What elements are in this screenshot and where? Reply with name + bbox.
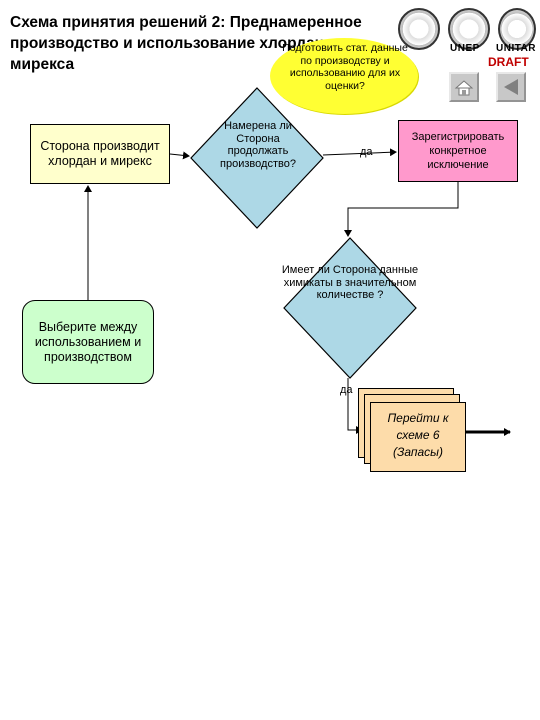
register-box: Зарегистрировать конкретное исключение [398, 120, 518, 182]
register-label: Зарегистрировать конкретное исключение [411, 131, 505, 171]
choose-label: Выберите между использованием и производ… [34, 319, 142, 364]
decision-stocks-label: Имеет ли Сторона данные химикаты в значи… [281, 264, 419, 301]
party-produces-label: Сторона производит хлордан и мирекс [40, 139, 160, 168]
edge-yes-label: да [360, 146, 373, 158]
draft-label: DRAFT [488, 55, 529, 69]
unitar-label: UNITAR [496, 43, 537, 54]
un-emblem-icon [398, 8, 440, 50]
connector-stocks-to-goto [347, 378, 363, 434]
choose-box: Выберите между использованием и производ… [22, 300, 154, 384]
decision-stocks-diamond [283, 237, 417, 379]
decision-continue-label: Намерена ли Сторона продолжать производс… [220, 120, 296, 170]
unitar-emblem-icon [498, 8, 536, 50]
decision-continue-diamond [190, 87, 324, 229]
goto-scheme-link[interactable]: Перейти к схеме 6 (Запасы) [387, 411, 449, 459]
edge-yes-label-2: да [340, 384, 353, 396]
unep-emblem-icon [448, 8, 490, 50]
unep-label: UNEP [450, 43, 480, 54]
connector-decision-to-register [322, 148, 397, 157]
page-title: Схема принятия решений 2: Преднамеренное… [10, 14, 362, 73]
party-produces-box: Сторона производит хлордан и мирекс [30, 124, 170, 184]
back-arrow-icon [504, 79, 518, 95]
note-bubble [270, 38, 418, 114]
home-icon [454, 80, 474, 96]
note-text: Подготовить стат. данные по производству… [282, 42, 408, 92]
connector-party-to-decision [169, 151, 190, 160]
back-button[interactable] [496, 72, 526, 102]
goto-doc-front[interactable] [370, 402, 466, 472]
home-button[interactable] [449, 72, 479, 102]
connector-register-to-stocks [344, 182, 459, 237]
